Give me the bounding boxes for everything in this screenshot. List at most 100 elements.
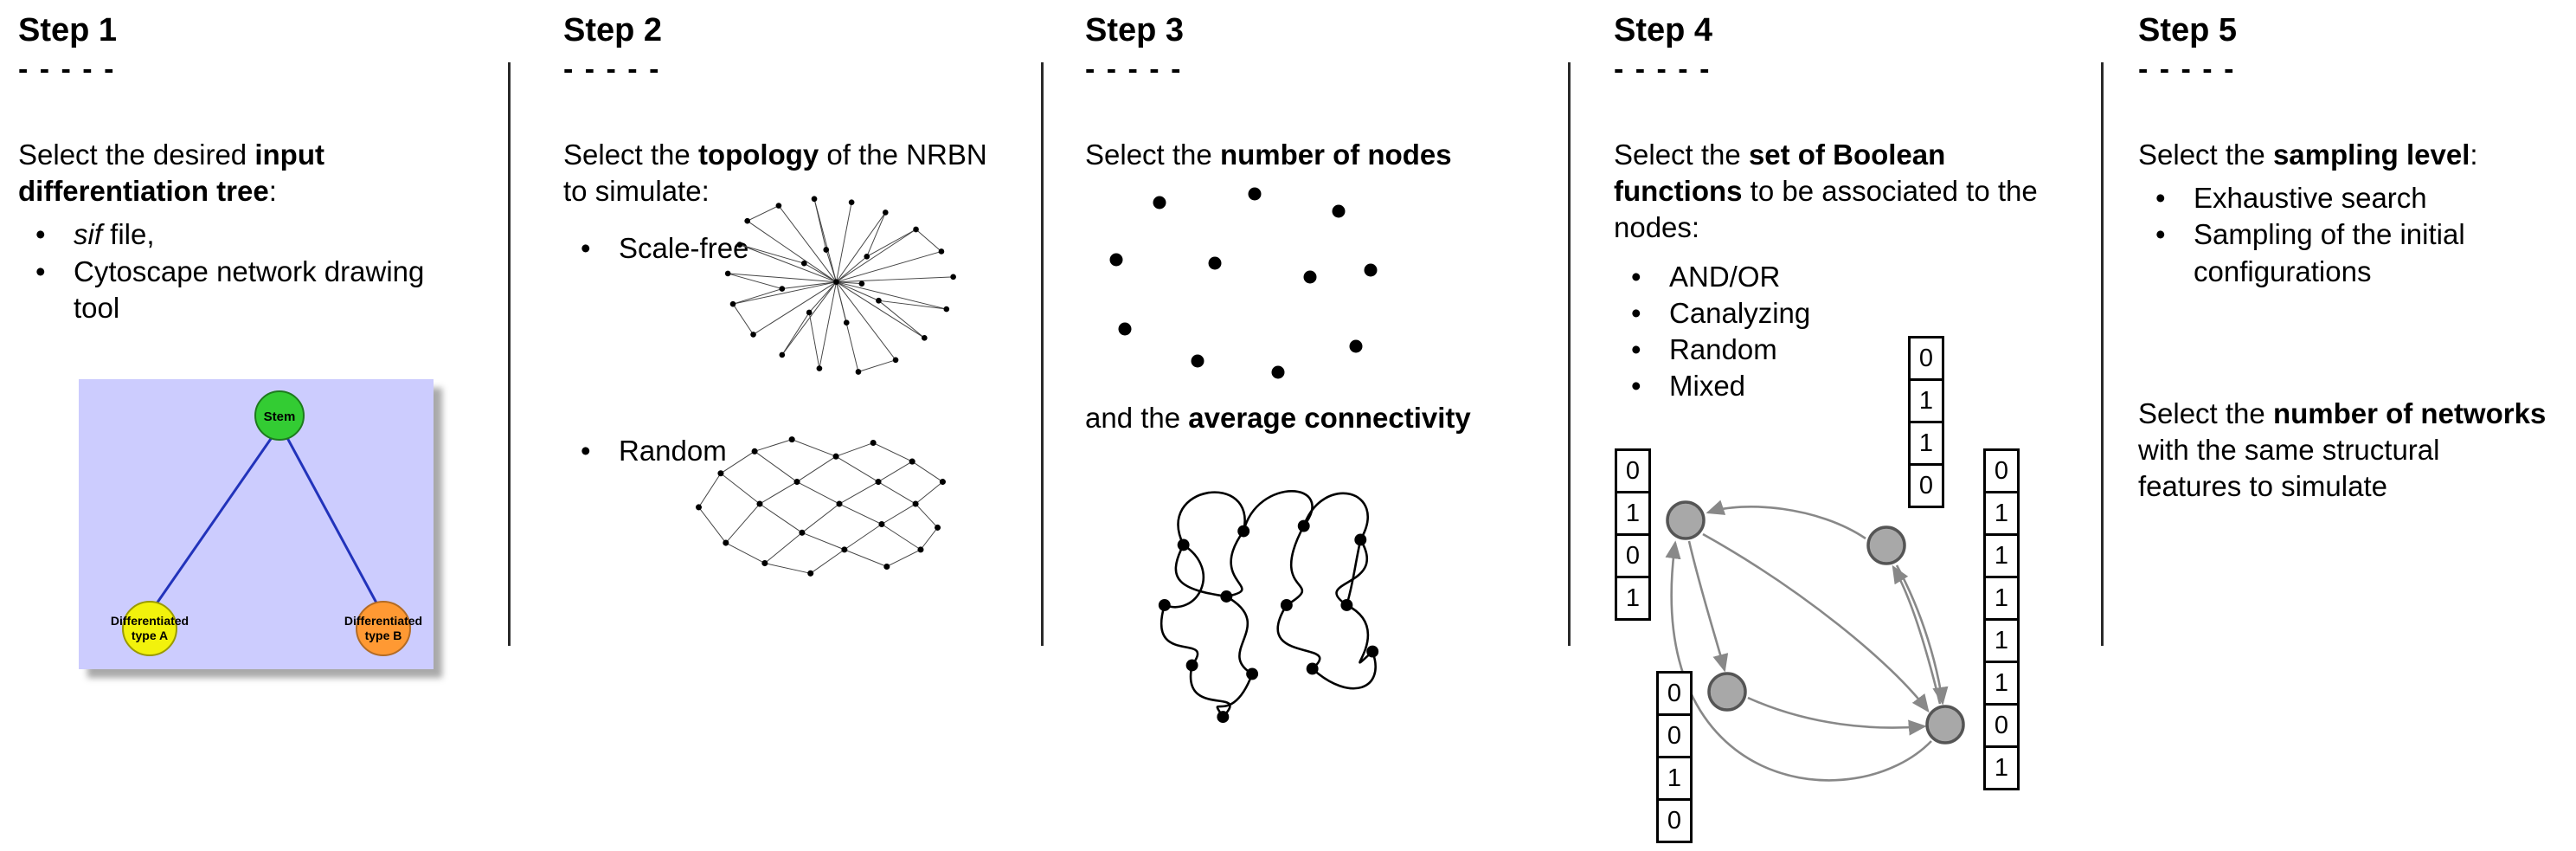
bullet-icon: • xyxy=(1631,333,1641,366)
step4-title: Step 4 xyxy=(1614,12,1713,48)
random-network-graphic xyxy=(695,436,946,577)
step2-title: Step 2 xyxy=(563,12,663,48)
bullet-icon: • xyxy=(35,255,46,287)
step5-line2: Select the number of networks with the s… xyxy=(2138,396,2549,506)
list-item: •Sampling of the initial configurations xyxy=(2138,216,2549,289)
type-a-line2: type A xyxy=(132,629,168,642)
list-item: • Random xyxy=(1614,332,2046,368)
step5-dashes: - - - - - xyxy=(2138,53,2236,86)
boolean-node xyxy=(1866,525,1906,565)
step5-line1-pre: Select the xyxy=(2138,139,2273,171)
step4-intro-post: to be associated to the nodes: xyxy=(1614,175,2038,244)
list-item: • AND/OR xyxy=(1614,259,2046,295)
type-b-line1: Differentiated xyxy=(344,614,422,628)
step5-title: Step 5 xyxy=(2138,12,2238,48)
boolean-node xyxy=(1666,500,1706,540)
bullet-icon: • xyxy=(581,232,591,264)
step1-title: Step 1 xyxy=(18,12,118,48)
column-divider xyxy=(508,62,511,646)
step5-line1: Select the sampling level: xyxy=(2138,137,2549,173)
step4-bullet-andor: AND/OR xyxy=(1669,260,1781,293)
bullet-icon: • xyxy=(1631,296,1641,329)
truth-table-cell: 1 xyxy=(1615,491,1651,536)
step1-bullet-sif: sif file, xyxy=(74,216,451,253)
step2-column: Step 2 - - - - - Select the topology of … xyxy=(563,0,1000,577)
step2-dashes: - - - - - xyxy=(563,53,661,86)
type-a-node xyxy=(122,601,177,656)
truth-table-cell: 0 xyxy=(1908,336,1944,381)
column-divider xyxy=(1041,62,1044,646)
truth-table-cell: 0 xyxy=(1615,448,1651,493)
step5-line2-pre: Select the xyxy=(2138,396,2273,429)
truth-table-cell: 0 xyxy=(1656,713,1693,758)
list-item: • Scale-free xyxy=(563,232,849,265)
step3-line1-pre: Select the xyxy=(1085,139,1220,171)
truth-table-cell: 1 xyxy=(1983,491,2020,536)
step1-intro-bold: input differentiation tree xyxy=(18,139,324,208)
step4-bullet-canalyzing: Canalyzing xyxy=(1669,296,1811,329)
truth-table-cell: 0 xyxy=(1908,463,1944,508)
step1-intro: Select the desired input differentiation… xyxy=(18,137,451,210)
truth-table-cell: 1 xyxy=(1983,576,2020,621)
step2-bullet-scale-free: Scale-free xyxy=(619,232,749,264)
truth-table-cell: 1 xyxy=(1983,618,2020,663)
boolean-network-svg xyxy=(1665,500,1965,782)
step3-line2: and the average connectivity xyxy=(1085,400,1471,436)
step5-bullet-exhaustive: Exhaustive search xyxy=(2194,182,2427,215)
truth-table-top: 0 1 1 0 xyxy=(1908,336,1944,508)
step5-bullet-list: • Exhaustive search •Sampling of the init… xyxy=(2138,180,2549,290)
step3-column: Step 3 - - - - - Select the number of no… xyxy=(1085,0,1570,724)
step2-intro-pre: Select the xyxy=(563,139,698,171)
step1-intro-pre: Select the desired xyxy=(18,139,255,171)
stem-label: Stem xyxy=(264,409,296,424)
scale-free-network-graphic xyxy=(724,196,956,375)
step4-bullet-random: Random xyxy=(1669,333,1777,366)
truth-table-cell: 1 xyxy=(1983,661,2020,706)
step5-line1-bold: sampling level xyxy=(2272,139,2470,171)
step2-bullet-random: Random xyxy=(619,435,727,467)
step4-intro-bold: set of Boolean functions xyxy=(1614,139,1946,208)
truth-table-right: 0 1 1 1 1 1 0 1 xyxy=(1983,448,2020,790)
type-a-line1: Differentiated xyxy=(111,614,189,628)
boolean-network-graphic: 0 1 1 0 0 1 0 1 0 0 1 0 0 1 1 1 1 1 0 1 xyxy=(1606,329,2065,848)
step3-line1: Select the number of nodes xyxy=(1085,137,1570,173)
truth-table-left: 0 1 0 1 xyxy=(1615,448,1651,621)
type-b-node xyxy=(356,601,411,656)
boolean-node xyxy=(1925,705,1965,745)
step3-dashes: - - - - - xyxy=(1085,53,1183,86)
boolean-node xyxy=(1707,672,1747,712)
truth-table-cell: 0 xyxy=(1983,448,2020,493)
truth-table-cell: 1 xyxy=(1908,378,1944,423)
truth-table-bottom-left: 0 0 1 0 xyxy=(1656,671,1693,843)
step4-bullet-list: • AND/OR • Canalyzing • Random •Mixed xyxy=(1614,259,2046,405)
step5-line1-post: : xyxy=(2470,139,2478,171)
step4-column: Step 4 - - - - - Select the set of Boole… xyxy=(1614,0,2046,405)
step1-column: Step 1 - - - - - Select the desired inpu… xyxy=(18,0,451,669)
step1-intro-post: : xyxy=(268,175,277,208)
step4-bullet-mixed: Mixed xyxy=(1669,370,1746,403)
type-b-line2: type B xyxy=(365,629,402,642)
nodes-scatter-graphic xyxy=(1109,187,1378,379)
list-item: • Canalyzing xyxy=(1614,295,2046,332)
truth-table-cell: 0 xyxy=(1656,798,1693,843)
truth-table-cell: 1 xyxy=(1908,421,1944,466)
list-item: • Random xyxy=(563,435,823,467)
bullet-icon: • xyxy=(1631,260,1641,293)
step5-column: Step 5 - - - - - Select the sampling lev… xyxy=(2138,0,2549,506)
list-item: •Mixed xyxy=(1614,368,2046,404)
bullet-icon: • xyxy=(2155,182,2166,215)
list-item: • Exhaustive search xyxy=(2138,180,2549,216)
step2-intro: Select the topology of the NRBN to simul… xyxy=(563,137,1000,210)
step3-line2-bold: average connectivity xyxy=(1188,402,1471,434)
step2-intro-bold: topology xyxy=(697,139,819,171)
step3-line1-bold: number of nodes xyxy=(1219,139,1452,171)
step2-intro-post: of the NRBN to simulate: xyxy=(563,139,987,208)
truth-table-cell: 1 xyxy=(1656,756,1693,801)
step4-intro-pre: Select the xyxy=(1614,139,1749,171)
truth-table-cell: 0 xyxy=(1983,703,2020,748)
column-divider xyxy=(2101,62,2104,646)
list-item: • sif file, xyxy=(18,216,451,253)
bullet-icon: • xyxy=(581,435,591,467)
